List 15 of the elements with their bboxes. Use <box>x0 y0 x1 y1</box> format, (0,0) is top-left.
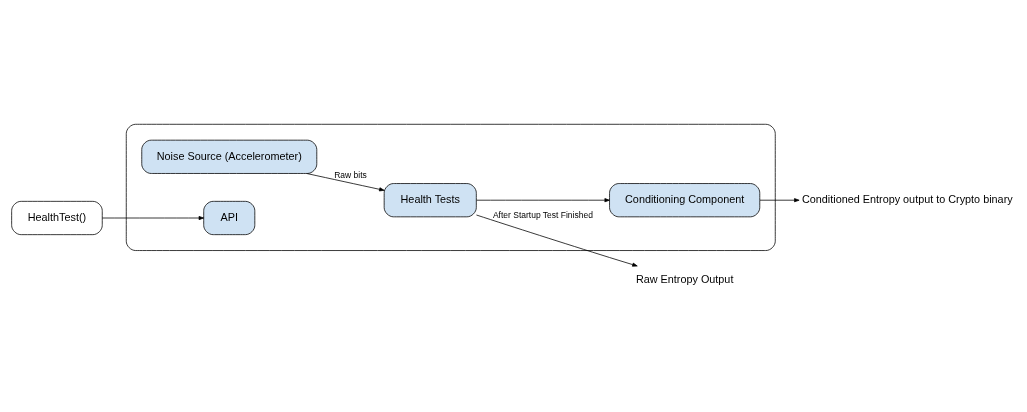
arrow <box>102 216 205 220</box>
node-text: Conditioned Entropy output to Crypto binary <box>801 193 1013 206</box>
arrow <box>476 214 638 267</box>
node-box: HealthTest() <box>11 200 103 236</box>
edge-label: Raw bits <box>334 169 367 180</box>
arrow <box>476 198 610 203</box>
node-box: Health Tests <box>383 183 477 218</box>
node-text: Raw Entropy Output <box>635 272 734 285</box>
edge-label: After Startup Test Finished <box>492 209 593 220</box>
node-box: Conditioning Component <box>609 183 761 218</box>
node-box: API <box>203 200 256 236</box>
arrow <box>306 173 385 192</box>
node-box: Noise Source (Accelerometer) <box>141 139 318 174</box>
arrow <box>759 198 800 203</box>
cluster <box>125 123 776 251</box>
